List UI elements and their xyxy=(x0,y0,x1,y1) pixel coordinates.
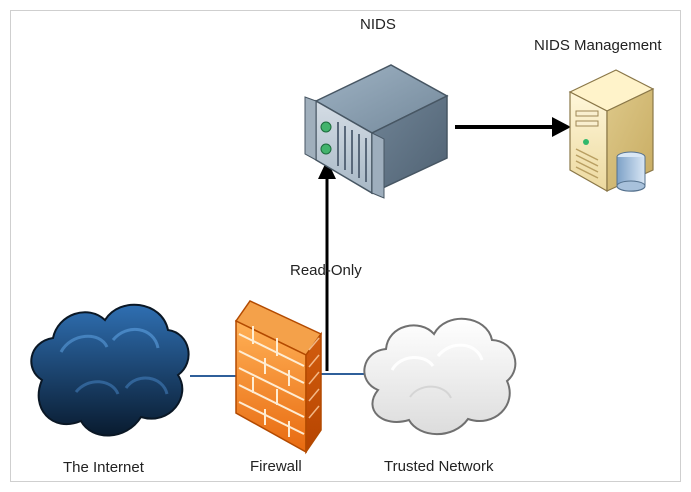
nids-management-label: NIDS Management xyxy=(534,37,662,54)
firewall-icon xyxy=(234,300,323,455)
trusted-network-label: Trusted Network xyxy=(384,458,494,475)
read-only-label: Read-Only xyxy=(290,262,362,279)
internet-label: The Internet xyxy=(63,459,144,476)
nids-management-server-icon xyxy=(568,69,655,193)
trusted-network-cloud-icon xyxy=(363,317,517,435)
nids-label: NIDS xyxy=(360,16,396,33)
internet-cloud-icon xyxy=(30,303,190,437)
nids-server-icon xyxy=(304,64,449,199)
management-link-arrow xyxy=(455,117,571,137)
read-only-arrow xyxy=(318,160,336,371)
firewall-label: Firewall xyxy=(250,458,302,475)
